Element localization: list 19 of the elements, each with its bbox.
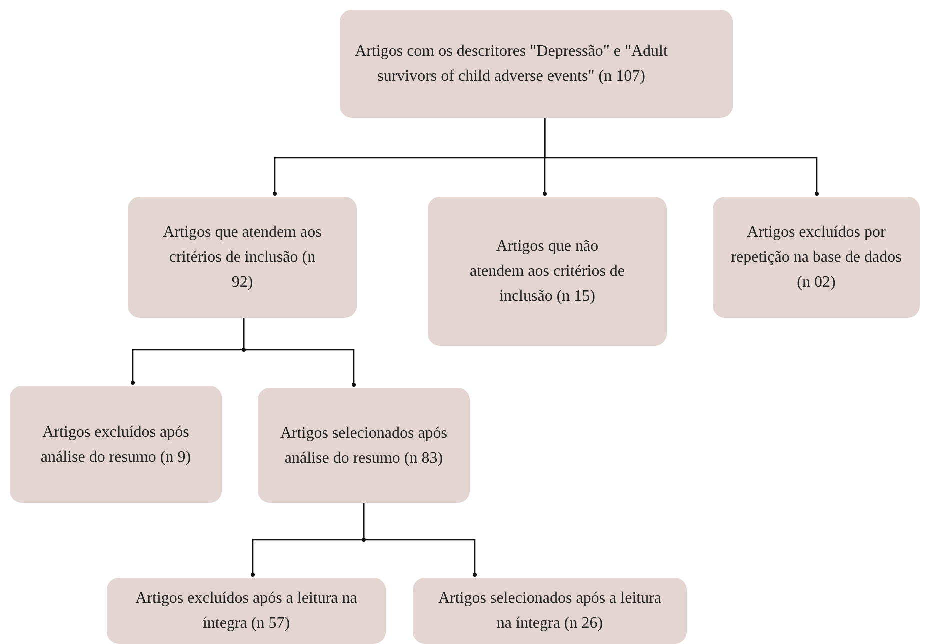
flow-box (413, 578, 687, 644)
box-text: Artigos selecionados após análise do resumo (n 83) (280, 424, 448, 468)
flow-box (107, 578, 386, 644)
box-text: Artigos que não atendem aos critérios de inclusão (n 15) (468, 237, 626, 307)
box-text: Artigos excluídos após análise do resumo (n 9) (40, 422, 192, 468)
box-text: Artigos selecionados após a leitura na íntegra (n 26) (437, 589, 663, 634)
flow-box (428, 197, 667, 346)
box-text: Artigos excluídos por repetição na base de dados (n 02) (730, 223, 903, 293)
connector (544, 118, 819, 196)
connector (243, 318, 356, 387)
box-text: Artigos excluídos após a leitura na íntegra (n 57) (134, 589, 358, 634)
flow-box (340, 10, 733, 118)
flow-box (10, 386, 222, 503)
flow-box (258, 388, 470, 503)
box-text: Artigos que atendem aos critérios de inclusão (n 92) (162, 223, 323, 293)
box-text: Artigos com os descritores "Depressão" e "Adult survivors of child adverse events" (n 107) (354, 42, 669, 87)
connector (363, 503, 477, 577)
flow-box (128, 197, 357, 318)
flow-box (713, 197, 920, 318)
